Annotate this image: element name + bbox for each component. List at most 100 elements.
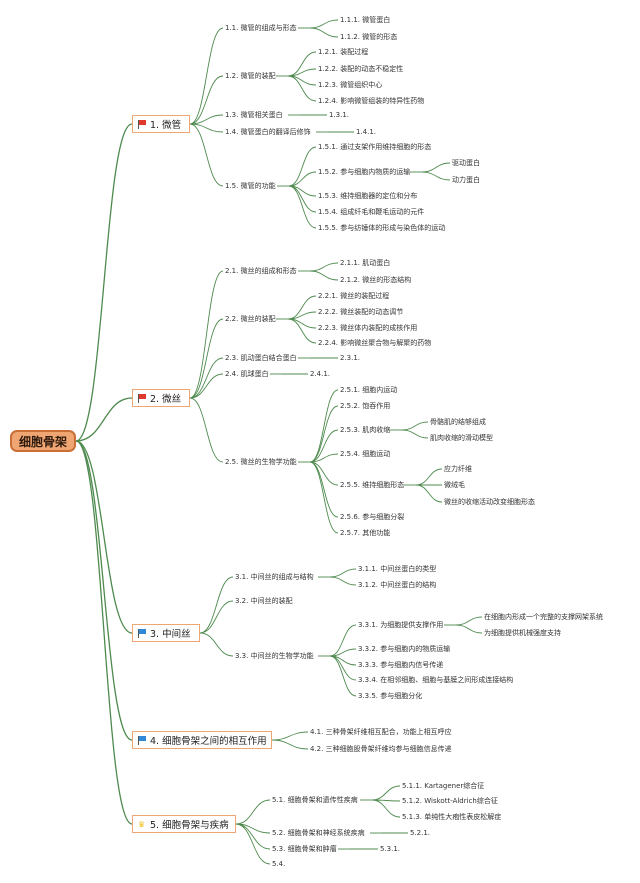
- node-label: 2.5.4. 细胞运动: [340, 450, 391, 458]
- node-label: 2.5.1. 细胞内运动: [340, 386, 398, 394]
- node-label: 2.4.1.: [310, 370, 331, 378]
- main-branch-label: 1. 微管: [150, 120, 182, 131]
- connector-curve: [309, 405, 339, 463]
- node-label: 2.5.2. 饱吞作用: [340, 402, 391, 410]
- node-label: 3.1.1. 中间丝蛋白的类型: [358, 565, 437, 573]
- connector-curve: [421, 171, 451, 181]
- node-label: 动力蛋白: [452, 176, 480, 184]
- node-label: 肌肉收缩的滑动模型: [430, 434, 493, 442]
- node-label: 1.5.1. 通过支架作用维持细胞的形态: [318, 143, 432, 151]
- node-label: 3.2. 中间丝的装配: [235, 597, 293, 605]
- connector-curve: [189, 123, 224, 187]
- connector-curve: [288, 171, 317, 187]
- connector-curve: [287, 295, 317, 320]
- connector-curve: [189, 397, 224, 463]
- node-label: 5.3. 细胞骨架和肿瘤: [272, 845, 337, 853]
- node-label: 5.1.3. 单纯性大疱性表皮松解症: [402, 813, 502, 821]
- node-label: 2.3. 肌动蛋白结合蛋白: [225, 354, 297, 362]
- node-label: 1.2.1. 装配过程: [318, 48, 369, 56]
- main-branch-5: ♛5. 细胞骨架与疾病: [132, 815, 236, 833]
- node-label: 1.3. 微管相关蛋白: [225, 111, 283, 119]
- connector-curve: [309, 389, 339, 463]
- node-label: 1.1.2. 微管的形态: [340, 33, 398, 41]
- node-label: 2.5.6. 参与细胞分裂: [340, 513, 405, 521]
- node-label: 1.5.3. 维持细胞器的定位和分布: [318, 192, 418, 200]
- flag-icon: [138, 735, 146, 745]
- main-branch-4: 4. 细胞骨架之间的相互作用: [132, 731, 272, 749]
- node-label: 3.1. 中间丝的组成与结构: [235, 573, 314, 581]
- connector-curve: [75, 440, 133, 825]
- node-label: 5.2.1.: [410, 829, 431, 837]
- main-branch-label: 2. 微丝: [150, 394, 182, 405]
- connector-curve: [271, 731, 309, 741]
- node-label: 5.2. 细胞骨架和神经系统疾病: [272, 829, 365, 837]
- node-label: 1.2. 微管的装配: [225, 72, 276, 80]
- node-label: 1.2.3. 微管组织中心: [318, 81, 383, 89]
- connector-curve: [371, 799, 401, 818]
- flag-icon: [138, 628, 146, 638]
- connector-curve: [287, 318, 317, 344]
- connector-curve: [455, 624, 483, 634]
- node-label: 1.2.2. 装配的动态不稳定性: [318, 65, 404, 73]
- connector-curve: [309, 270, 339, 281]
- node-label: 2.5.7. 其他功能: [340, 529, 391, 537]
- node-label: 2.2.2. 微丝装配的动态调节: [318, 308, 404, 316]
- node-label: 微绒毛: [444, 481, 465, 489]
- connector-curve: [309, 27, 339, 38]
- connector-curve: [189, 318, 224, 399]
- node-label: 5.1. 细胞骨架和遗传性疾病: [272, 796, 358, 804]
- connector-curve: [235, 823, 271, 865]
- node-label: 1.4.1.: [356, 128, 377, 136]
- connector-curve: [189, 27, 224, 125]
- node-label: 2.4. 肌球蛋白: [225, 370, 269, 378]
- node-label: 1.3.1.: [329, 111, 350, 119]
- connector-curve: [401, 429, 429, 439]
- connector-curve: [329, 624, 357, 657]
- node-label: 2.2. 微丝的装配: [225, 315, 276, 323]
- node-label: 5.1.1. Kartagener综合征: [402, 782, 485, 790]
- connector-curve: [75, 397, 133, 442]
- connector-curve: [309, 461, 339, 486]
- connector-curve: [329, 576, 357, 586]
- node-label: 2.2.1. 微丝的装配过程: [318, 292, 390, 300]
- connector-curve: [75, 440, 133, 634]
- node-label: 5.3.1.: [380, 845, 401, 853]
- node-label: 应力纤维: [444, 465, 472, 473]
- main-branch-2: 2. 微丝: [132, 389, 190, 407]
- connector-curve: [309, 429, 339, 463]
- main-branch-label: 5. 细胞骨架与疾病: [150, 820, 229, 831]
- node-label: 2.5.5. 维持细胞形态: [340, 481, 405, 489]
- main-branch-1: 1. 微管: [132, 115, 190, 133]
- node-label: 5.1.2. Wiskott-Aldrich综合征: [402, 797, 498, 805]
- main-branch-label: 4. 细胞骨架之间的相互作用: [150, 736, 267, 747]
- node-label: 在细胞内形成一个完整的支撑网架系统: [484, 613, 603, 621]
- node-label: 2.1. 微丝的组成和形态: [225, 267, 297, 275]
- node-label: 3.3.3. 参与细胞内信号传递: [358, 661, 444, 669]
- connector-curve: [421, 162, 451, 173]
- connector-curve: [309, 461, 339, 534]
- connector-curve: [287, 51, 317, 77]
- node-label: 2.1.2. 微丝的形态结构: [340, 276, 412, 284]
- main-branch-3: 3. 中间丝: [132, 624, 200, 642]
- connector-curve: [75, 440, 133, 741]
- main-branch-label: 3. 中间丝: [150, 629, 191, 640]
- connector-curve: [309, 19, 339, 29]
- node-label: 1.5.2. 参与细胞内物质的运输: [318, 168, 411, 176]
- node-label: 2.1.1. 肌动蛋白: [340, 259, 391, 267]
- connector-curve: [189, 75, 224, 125]
- node-label: 1.1. 微管的组成与形态: [225, 24, 297, 32]
- connector-curve: [271, 739, 309, 750]
- connector-curve: [309, 461, 339, 518]
- connector-curve: [288, 185, 317, 229]
- root-node: 细胞骨架: [10, 430, 76, 452]
- connector-curve: [371, 785, 401, 801]
- node-label: 3.3.5. 参与细胞分化: [358, 692, 423, 700]
- node-label: 1.5. 微管的功能: [225, 182, 276, 190]
- connector-curve: [288, 146, 317, 187]
- node-label: 1.5.5. 参与纺锤体的形成与染色体的运动: [318, 224, 446, 232]
- connector-curve: [329, 568, 357, 578]
- connector-curve: [189, 373, 224, 399]
- node-label: 2.3.1.: [340, 354, 361, 362]
- connector-curve: [235, 799, 271, 825]
- node-label: 微丝的收缩活动改变细胞形态: [444, 498, 535, 506]
